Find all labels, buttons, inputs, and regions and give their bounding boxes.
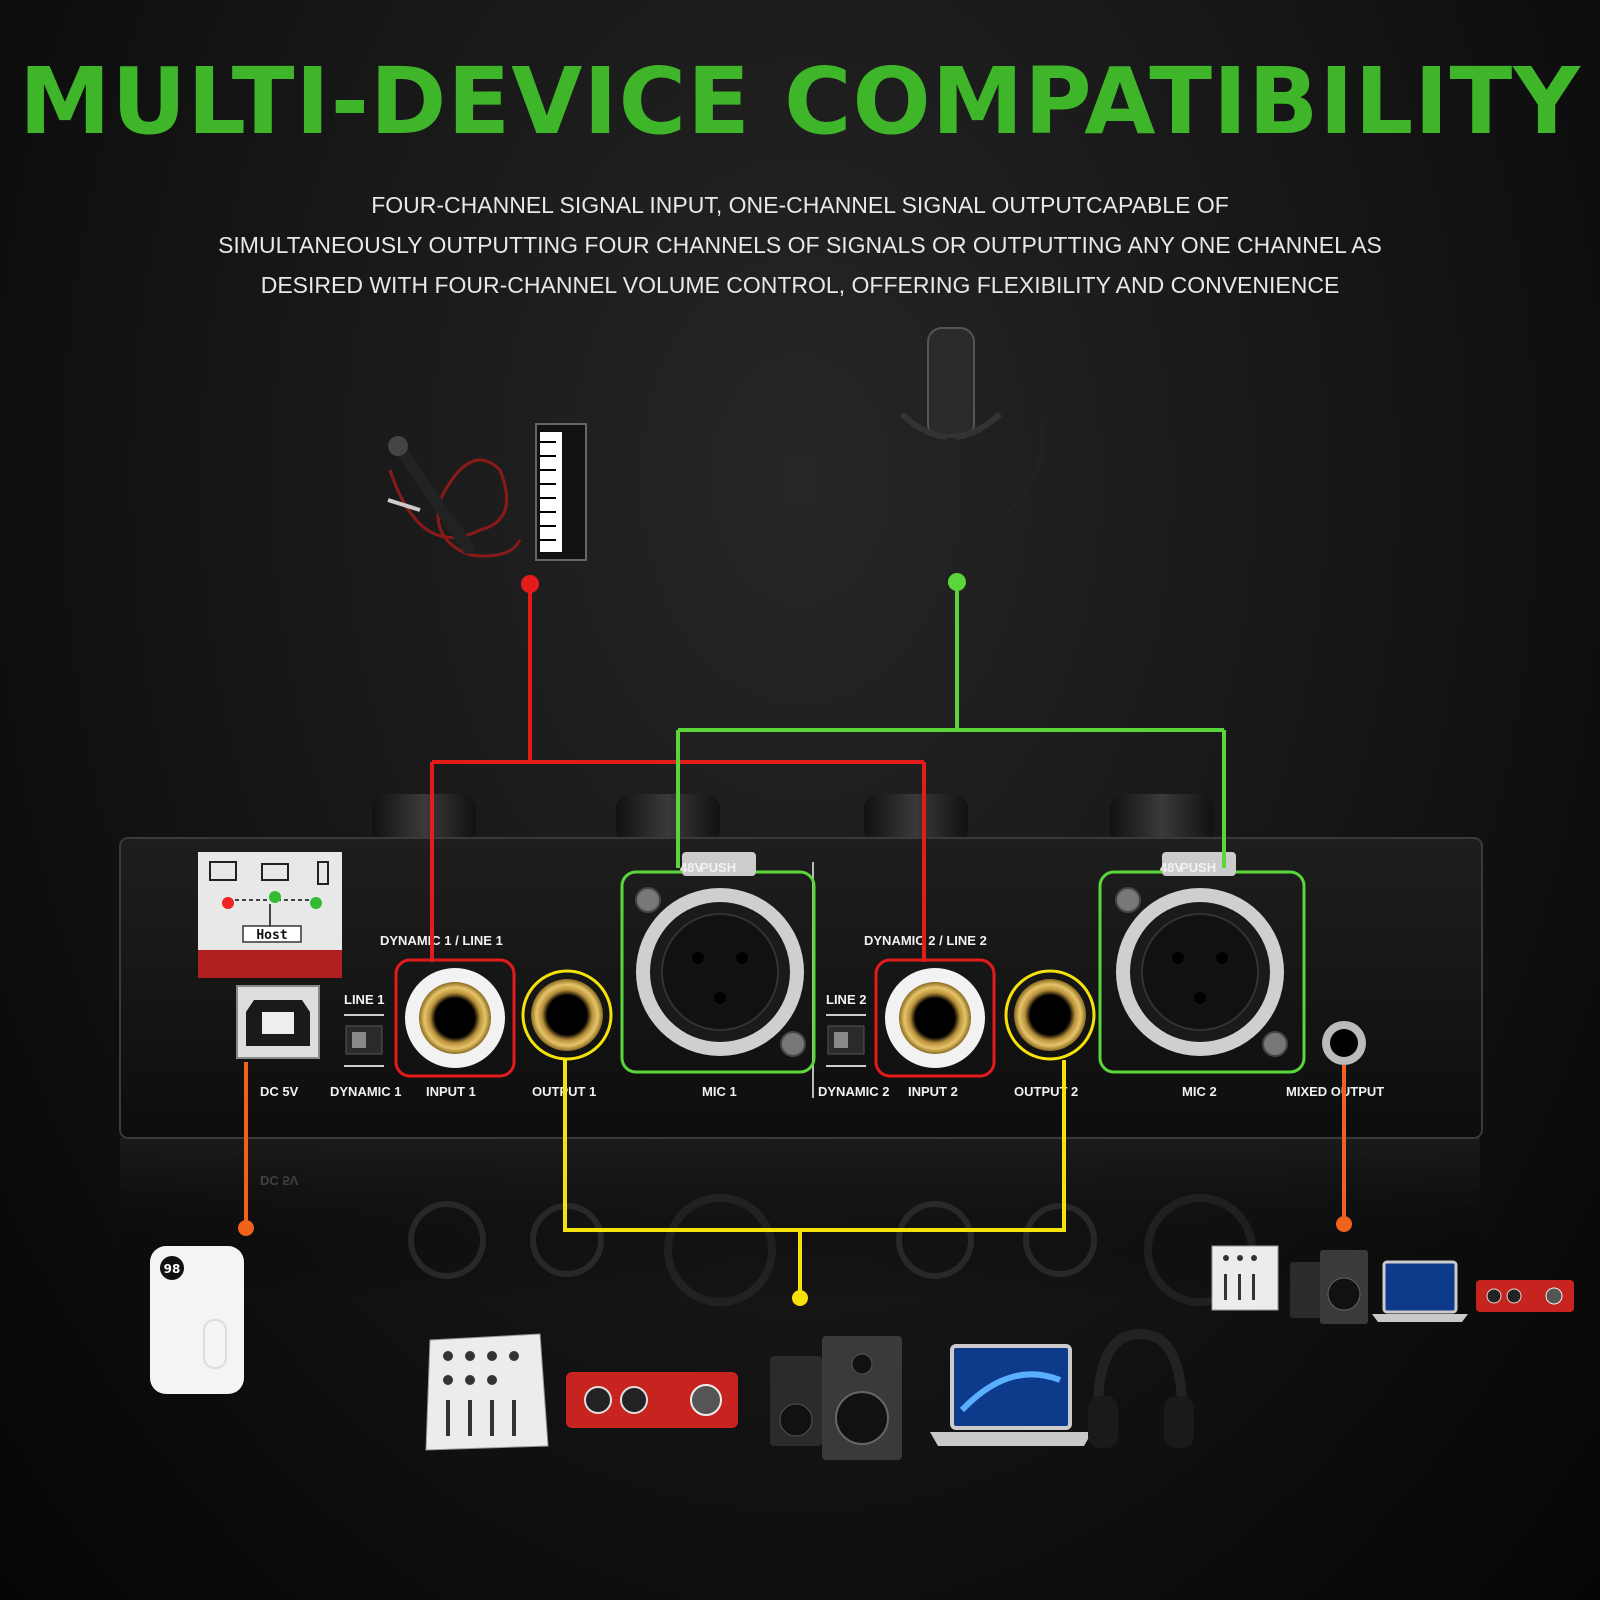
output-2-jack[interactable]	[1004, 969, 1096, 1061]
speaker-icon	[770, 1336, 902, 1460]
power-bank-display: 98	[164, 1262, 181, 1276]
audio-interface-icon-small	[1476, 1280, 1574, 1312]
mic-1-label: MIC 1	[702, 1084, 737, 1099]
handheld-mic-icon	[387, 436, 522, 558]
red-dot	[521, 575, 539, 593]
phantom-label-2: 48V	[1160, 860, 1183, 875]
input-1-label: INPUT 1	[426, 1084, 476, 1099]
orange-dot-mixed	[1336, 1216, 1352, 1232]
input-2-label: INPUT 2	[908, 1084, 958, 1099]
input-2-jack[interactable]	[874, 958, 996, 1078]
subtitle-line-2: SIMULTANEOUSLY OUTPUTTING FOUR CHANNELS …	[218, 232, 1382, 258]
yellow-dot	[792, 1290, 808, 1306]
mixer-icon	[425, 1333, 549, 1451]
mic-2-label: MIC 2	[1182, 1084, 1217, 1099]
laptop-icon-small	[1372, 1260, 1468, 1322]
mixed-output-jack[interactable]	[1322, 1021, 1366, 1065]
headphones-icon	[1088, 1328, 1194, 1448]
input-1-jack[interactable]	[394, 958, 516, 1078]
host-sticker: Host	[198, 852, 342, 978]
line-1-label: LINE 1	[344, 992, 384, 1007]
computer-icon	[209, 861, 237, 881]
keyboard-icon	[535, 423, 587, 561]
output-1-jack[interactable]	[521, 969, 613, 1061]
mic-2-xlr-jack[interactable]	[1098, 852, 1306, 1074]
laptop-icon	[930, 1344, 1092, 1446]
push-label-1: PUSH	[700, 860, 736, 875]
speaker-icon-small	[1290, 1250, 1368, 1324]
phantom-label-1: 48V	[680, 860, 703, 875]
audio-interface-icon	[566, 1372, 738, 1428]
page-title: MULTI-DEVICE COMPATIBILITY	[19, 48, 1581, 155]
mixer-icon-small	[1211, 1245, 1279, 1311]
svg-text:DC 5V: DC 5V	[260, 1173, 299, 1188]
subtitle-line-1: FOUR-CHANNEL SIGNAL INPUT, ONE-CHANNEL S…	[371, 192, 1229, 218]
line-dynamic-switch-1[interactable]	[344, 1014, 384, 1067]
orange-dot-power	[238, 1220, 254, 1236]
dynamic-1-label: DYNAMIC 1	[330, 1084, 402, 1099]
host-label: Host	[256, 928, 287, 943]
yellow-line-connection	[563, 1060, 1066, 1296]
push-label-2: PUSH	[1180, 860, 1216, 875]
volume-knobs[interactable]	[372, 794, 1214, 844]
mixed-output-label: MIXED OUTPUT	[1286, 1084, 1384, 1099]
usb-port[interactable]	[236, 985, 320, 1059]
subtitle-line-3: DESIRED WITH FOUR-CHANNEL VOLUME CONTROL…	[260, 272, 1340, 298]
dynamic-line-1-label: DYNAMIC 1 / LINE 1	[380, 933, 503, 948]
condenser-mic-icon	[899, 327, 1045, 547]
dc-5v-label: DC 5V	[260, 1084, 299, 1099]
subtitle: FOUR-CHANNEL SIGNAL INPUT, ONE-CHANNEL S…	[150, 185, 1450, 305]
green-line-connection	[676, 582, 1226, 868]
line-2-label: LINE 2	[826, 992, 866, 1007]
charger-icon	[317, 861, 329, 885]
line-dynamic-switch-2[interactable]	[826, 1014, 866, 1067]
mic-1-xlr-jack[interactable]	[620, 852, 816, 1074]
output-2-label: OUTPUT 2	[1014, 1084, 1078, 1099]
power-bank-icon: 98	[150, 1246, 244, 1394]
green-dot	[948, 573, 966, 591]
battery-icon	[261, 863, 289, 881]
dynamic-2-label: DYNAMIC 2	[818, 1084, 890, 1099]
